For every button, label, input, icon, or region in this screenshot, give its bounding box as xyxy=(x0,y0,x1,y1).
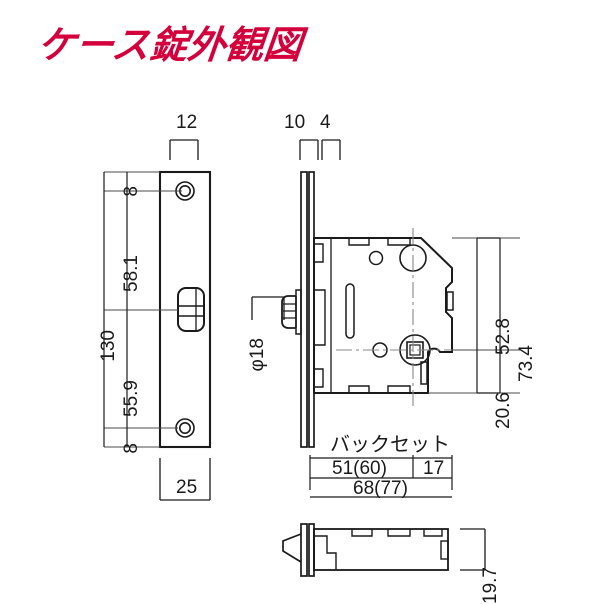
dim-label-52-8: 52.8 xyxy=(493,318,514,355)
bottom-view-faceplate xyxy=(300,523,315,577)
cylinder-knob xyxy=(281,289,302,335)
dim-label-10: 10 xyxy=(284,112,306,133)
case-slot-right-edge xyxy=(446,291,454,311)
dim-bracket-width-25 xyxy=(159,458,211,501)
dim-label-12: 12 xyxy=(176,112,198,133)
dim-label-8-bottom: 8 xyxy=(121,443,142,454)
case-slot-lower xyxy=(420,361,428,385)
dim-label-20-6: 20.6 xyxy=(493,392,514,429)
faceplate-screw-hole-bottom xyxy=(175,418,195,438)
dim-bracket-19-7 xyxy=(460,528,486,571)
dim-label-58-1: 58.1 xyxy=(121,255,142,292)
bottom-view-body xyxy=(313,528,449,571)
bottom-view-details xyxy=(314,529,449,570)
dim-label-17: 17 xyxy=(423,458,445,479)
dim-label-backset: バックセット xyxy=(330,432,450,456)
bottom-view-latch-tip xyxy=(282,533,302,563)
dim-label-phi18: φ18 xyxy=(247,338,268,372)
center-lines xyxy=(336,228,470,410)
dim-label-19-7: 19.7 xyxy=(480,567,501,604)
case-bottom-tabs xyxy=(314,368,411,393)
dim-bracket-phi18 xyxy=(251,296,285,320)
dim-bracket-thickness-12 xyxy=(169,139,199,160)
latch-bolt-face xyxy=(177,287,205,332)
dim-rules-front xyxy=(103,172,128,447)
lock-case-body-outline xyxy=(313,237,453,394)
case-hole-small-upper xyxy=(368,250,384,266)
dim-label-130: 130 xyxy=(98,330,119,362)
dim-label-51-60: 51(60) xyxy=(332,458,387,479)
dim-extension-lines-side xyxy=(428,237,520,394)
dim-backset-chain xyxy=(309,455,453,498)
case-top-tabs xyxy=(314,238,411,263)
case-slot-vertical xyxy=(345,283,355,339)
dim-label-55-9: 55.9 xyxy=(121,380,142,417)
dim-rules-side xyxy=(476,237,501,394)
dim-label-68-77: 68(77) xyxy=(353,478,408,499)
dim-bracket-10-4 xyxy=(299,139,341,160)
dim-label-25: 25 xyxy=(176,477,198,498)
dim-extension-lines-front xyxy=(104,171,182,448)
dim-label-4: 4 xyxy=(320,112,331,133)
side-faceplate-plate xyxy=(300,171,315,448)
dim-label-73-4: 73.4 xyxy=(516,345,537,382)
case-left-mid-tab xyxy=(314,289,326,346)
dim-label-8-top: 8 xyxy=(121,186,142,197)
